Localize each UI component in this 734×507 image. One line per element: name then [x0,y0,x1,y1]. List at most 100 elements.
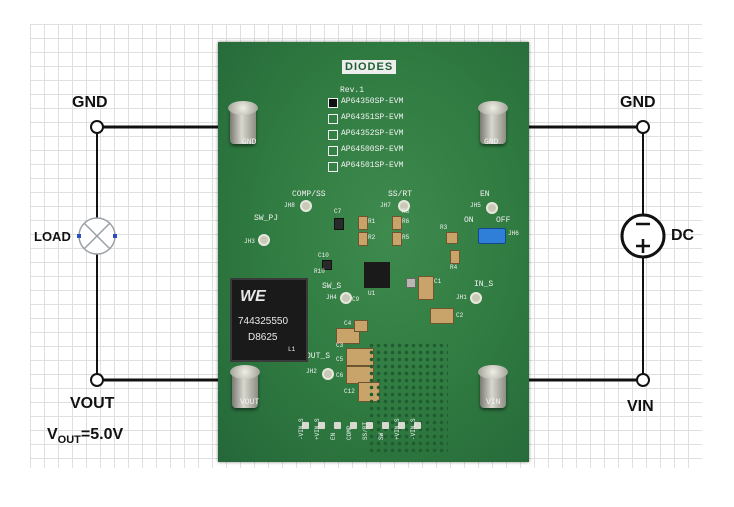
header-pin-4 [350,422,357,429]
component-c10 [322,260,332,270]
ss-rt-label: SS/RT [388,190,413,199]
diodes-logo: DIODES [342,60,397,74]
refdes-c1: C1 [434,278,442,285]
variant-4: AP64500SP-EVM [341,145,404,154]
l1-refdes: L1 [288,346,296,353]
refdes-c3: C3 [336,342,344,349]
refdes-c2: C2 [456,312,464,319]
out-s-label: OUT_S [306,352,331,361]
variant-checkbox-2 [328,114,338,124]
inductor-brand: WE [240,288,266,305]
gnd-post-left-label: GND [242,138,257,147]
header-label-8: -VIN_S [410,418,417,440]
jh3-label: JH3 [244,238,255,245]
refdes-r5: R5 [402,234,410,241]
load-label: LOAD [34,229,71,244]
vout-subscript: OUT [57,434,81,447]
off-label: OFF [496,216,511,225]
regulator-ic [364,262,390,288]
on-label: ON [464,216,474,225]
jh3-pad [258,234,270,246]
variant-1: AP64350SP-EVM [341,97,404,106]
header-pin-6 [382,422,389,429]
vout-value: =5.0V [80,426,124,443]
component-r1 [358,216,368,230]
jh5-pad [486,202,498,214]
refdes-r2: R2 [368,234,376,241]
variant-checkbox-1 [328,98,338,108]
jh4-pad [340,292,352,304]
dc-source-icon [620,213,666,259]
jh1-pad [470,292,482,304]
jh5-label: JH5 [470,202,481,209]
component-r2 [358,232,368,246]
variant-checkbox-4 [328,146,338,156]
vout-post-label: VOUT [240,398,260,407]
header-label-5: SS/RT [362,421,369,440]
gnd-post-right [478,101,508,144]
jh8-label: JH8 [284,202,295,209]
variant-2: AP64351SP-EVM [341,113,404,122]
jh1-label: JH1 [456,294,467,301]
component-c7 [334,218,344,230]
vin-post [478,365,508,408]
component-c1 [418,276,434,300]
refdes-r1: R1 [368,218,376,225]
header-label-4: COMP [346,425,353,440]
header-pin-1 [302,422,309,429]
gnd-post-left [228,101,258,144]
vin-post-label: VIN [486,398,501,407]
header-pin-2 [318,422,325,429]
variant-checkbox-3 [328,130,338,140]
component-c8 [406,278,416,288]
vout-label: VOUT [70,395,115,412]
evaluation-board: DIODES Rev.1 AP64350SP-EVM AP64351SP-EVM… [218,42,529,462]
component-r4 [450,250,460,264]
inductor-code: D8625 [248,332,278,343]
right-gnd-label: GND [620,94,656,111]
refdes-c9: C9 [352,296,360,303]
u1-refdes: U1 [368,290,376,297]
sw-pj-label: SW_PJ [254,214,279,223]
in-s-label: IN_S [474,280,494,289]
power-inductor: WE 744325550 D8625 [230,278,308,362]
en-label: EN [480,190,490,199]
refdes-c4: C4 [344,320,352,327]
refdes-c5: C5 [336,356,344,363]
via-field [368,342,448,452]
header-pin-7 [398,422,405,429]
header-label-3: EN [330,432,337,440]
sw-s-label: SW_S [322,282,342,291]
load-lamp-icon [77,217,117,255]
refdes-c10: C10 [318,252,329,259]
variant-5: AP64501SP-EVM [341,161,404,170]
vin-label: VIN [627,398,654,415]
en-jumper [478,228,506,244]
header-pin-8 [414,422,421,429]
refdes-c6: C6 [336,372,344,379]
left-gnd-terminal [90,120,104,134]
jh7-pad [398,200,410,212]
right-vin-terminal [636,373,650,387]
header-label-1: -VIN_S [298,418,305,440]
component-r6 [392,216,402,230]
refdes-r8: R8 [402,208,410,215]
variant-checkbox-5 [328,162,338,172]
vout-post [230,365,260,408]
header-pin-5 [366,422,373,429]
jh2-pad [322,368,334,380]
gnd-post-right-label: GND [484,138,499,147]
jh4-label: JH4 [326,294,337,301]
refdes-r4: R4 [450,264,458,271]
refdes-r6: R6 [402,218,410,225]
header-label-7: +VIN_S [394,418,401,440]
jh2-label: JH2 [306,368,317,375]
comp-ss-label: COMP/SS [292,190,326,199]
component-c3 [336,328,360,344]
jh7-label: JH7 [380,202,391,209]
refdes-r3: R3 [440,224,448,231]
variant-3: AP64352SP-EVM [341,129,404,138]
header-label-2: +VIN_S [314,418,321,440]
vout-spec: VOUT=5.0V [47,426,123,446]
